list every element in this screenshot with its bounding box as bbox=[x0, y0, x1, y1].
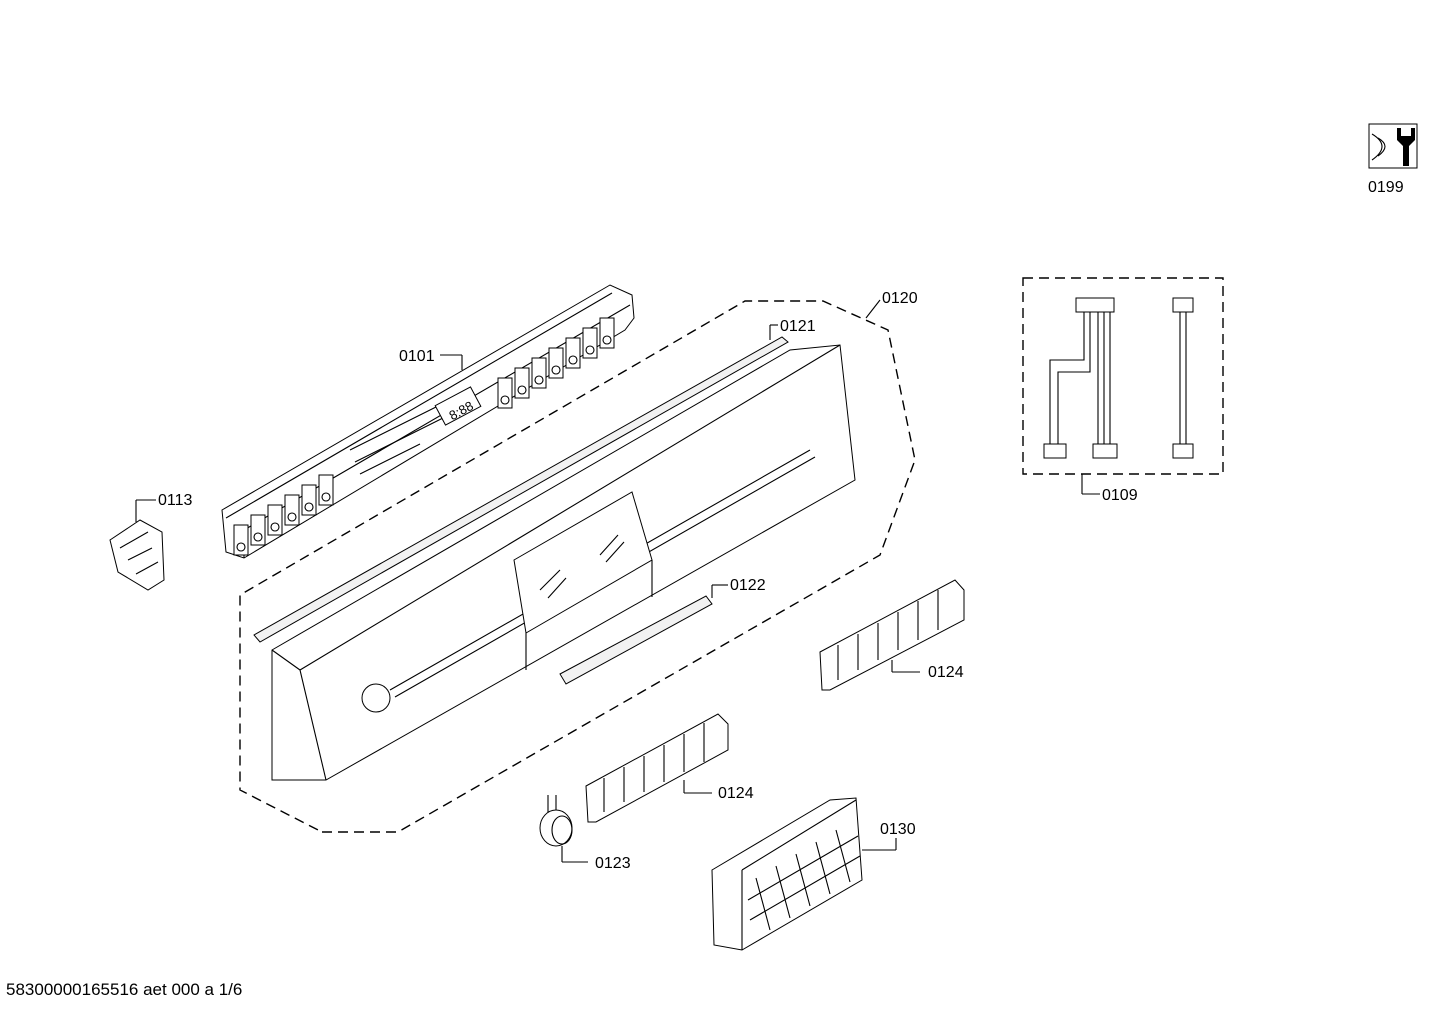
trim-strip-0121[interactable] bbox=[253, 336, 789, 643]
label-0123: 0123 bbox=[595, 855, 631, 872]
service-tool-icon[interactable] bbox=[1368, 123, 1418, 169]
label-0109: 0109 bbox=[1102, 487, 1138, 504]
label-0121: 0121 bbox=[780, 318, 816, 335]
button-set-0124-lower[interactable] bbox=[585, 713, 729, 823]
label-0199: 0199 bbox=[1368, 179, 1404, 196]
cable-harness-0109[interactable] bbox=[1022, 277, 1224, 475]
label-0120: 0120 bbox=[882, 290, 918, 307]
control-module-0101[interactable]: 8:88 bbox=[221, 284, 635, 559]
label-0101: 0101 bbox=[399, 348, 435, 365]
bracket-0130[interactable] bbox=[711, 797, 863, 951]
label-0113: 0113 bbox=[158, 492, 193, 509]
knob-0123[interactable] bbox=[539, 795, 573, 847]
control-panel-fascia[interactable] bbox=[271, 344, 856, 781]
label-0130: 0130 bbox=[880, 821, 916, 838]
button-set-0124-right[interactable] bbox=[819, 579, 965, 691]
label-0124-lower: 0124 bbox=[718, 785, 754, 802]
group-boundary-0120 bbox=[239, 300, 916, 833]
handle-bar-0122[interactable] bbox=[559, 595, 713, 685]
label-0122: 0122 bbox=[730, 577, 766, 594]
document-footer: 58300000165516 aet 000 a 1/6 bbox=[6, 980, 243, 999]
label-0124-right: 0124 bbox=[928, 664, 964, 681]
connector-0113[interactable] bbox=[109, 519, 165, 591]
